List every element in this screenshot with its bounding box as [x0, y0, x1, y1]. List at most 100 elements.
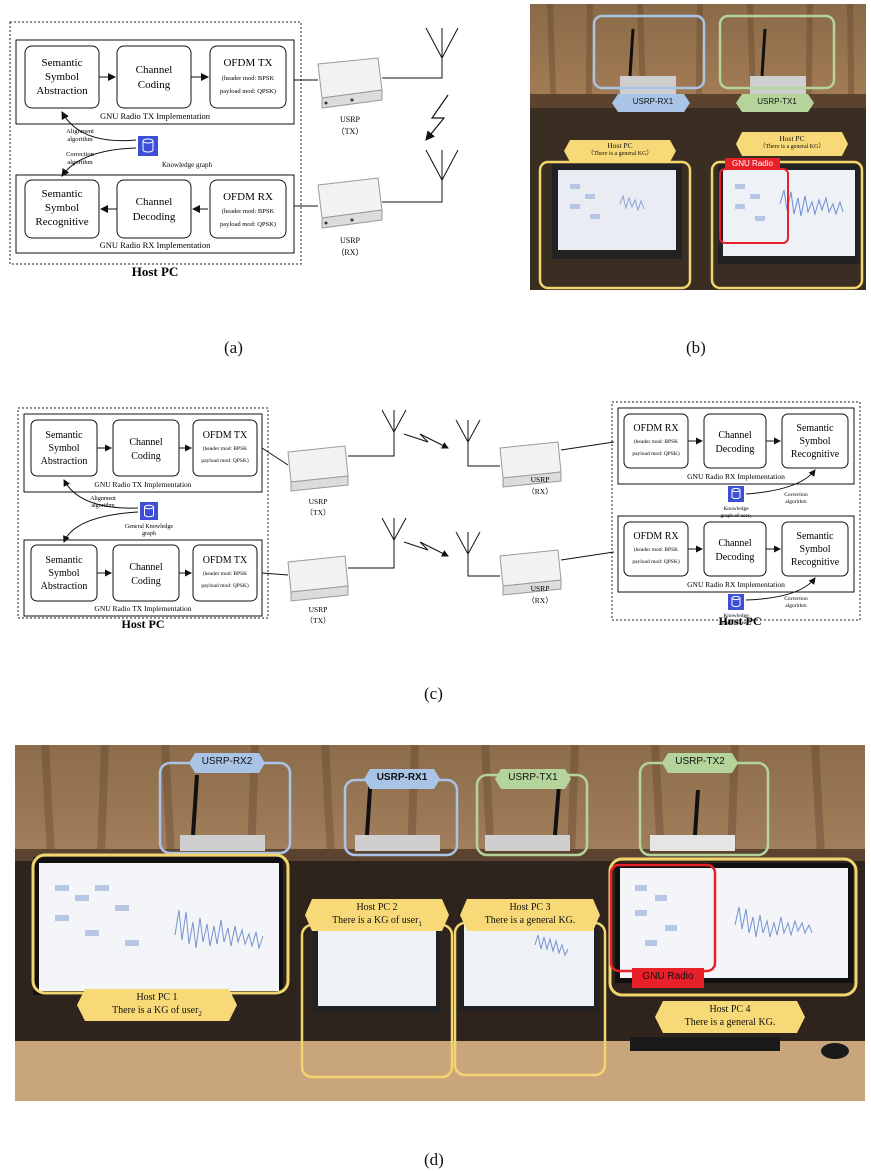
caption-d: (d) [424, 1150, 444, 1169]
c1-ofdmrx-2: (header mod: BPSK [634, 438, 678, 445]
c1-ssa-3: Abstraction [41, 456, 88, 467]
c-tx2-group-label: GNU Radio TX Implementation [94, 604, 191, 613]
svg-text:USRP（TX）: USRP（TX） [306, 605, 331, 625]
usrp-tx-l1: USRP [340, 115, 361, 124]
antenna-rx-icon [382, 149, 459, 203]
caption-c: (c) [424, 684, 443, 703]
c1-ssr-2: Symbol [799, 436, 830, 447]
c-usrp-tx1 [287, 445, 349, 492]
c-tx1-group-label: GNU Radio TX Implementation [94, 480, 191, 489]
correct-2: algorithm [67, 159, 92, 166]
antenna-tx-icon [382, 27, 459, 79]
kg-user1-1: Knowledge [723, 506, 749, 512]
c2-ssr-3: Recognitive [791, 557, 840, 568]
tx-group-frame [15, 39, 295, 125]
host-left-title: Host PC [607, 141, 633, 150]
d-pc2-title: Host PC 2 [356, 902, 398, 913]
c1-cd-1: Channel [718, 430, 752, 441]
c1-ssa-2: Symbol [48, 443, 79, 454]
gkg-2: graph [142, 531, 156, 537]
c2-cd-1: Channel [718, 538, 752, 549]
d-pc4-sub: There is a general KG. [684, 1017, 776, 1028]
channel-coding-block [116, 45, 192, 109]
c2-ofdm-1: OFDM TX [203, 555, 248, 566]
d-pc3-title: Host PC 3 [509, 902, 551, 913]
panel-a-diagram: Host PC GNU Radio TX Implementation Sema… [9, 21, 459, 279]
c2-cc-1: Channel [129, 562, 163, 573]
d-gnu-radio-tag: GNU Radio [642, 971, 694, 982]
c1-ofdm-2: (header mod: BPSK [203, 445, 247, 452]
c-usrp-tx2 [287, 555, 349, 602]
d-pc1-sub: There is a KG of user [112, 1005, 199, 1016]
ofdm-tx-payload: payload mod: QPSK) [220, 88, 276, 95]
host-right-title: Host PC [779, 134, 805, 143]
c1-correct-2: algorithm [785, 499, 807, 505]
ofdm-tx-block [209, 45, 287, 109]
svg-text:USRP（TX）: USRP （TX） [337, 115, 364, 136]
c-usrp-tx1-l2: （TX） [306, 508, 331, 517]
c1-ofdm-1: OFDM TX [203, 430, 248, 441]
c-antenna-tx1-icon [348, 409, 407, 457]
c2-ssr-2: Symbol [799, 544, 830, 555]
d-usrp-tx2-tag: USRP-TX2 [675, 756, 725, 767]
host-pc-frame [9, 21, 302, 265]
usrp-rx-device [317, 177, 383, 229]
gkg-1: General Knowledge [125, 524, 173, 530]
c1-ssr-3: Recognitive [791, 449, 840, 460]
c1-ofdmrx-1: OFDM RX [633, 423, 679, 434]
c-antenna-rx2-icon [455, 531, 500, 577]
c-wireless-1-icon [403, 433, 449, 449]
host-right-sub: （There is a general KG） [759, 144, 825, 150]
usrp-tx-l2: （TX） [337, 127, 364, 136]
panel-c-diagram: Host PC GNU Radio TX Implementation Sema… [17, 401, 861, 630]
usrp-tx1-tag: USRP-TX1 [757, 97, 797, 106]
tx-group-label: GNU Radio TX Implementation [100, 111, 211, 121]
svg-text:USRP（RX）: USRP（RX） [527, 584, 552, 605]
c1-cc-1: Channel [129, 437, 163, 448]
cd-line2: Decoding [133, 211, 176, 223]
c-antenna-rx1-icon [455, 419, 500, 467]
rx-group-frame [15, 174, 295, 254]
ofdm-rx-payload: payload mod: QPSK) [220, 221, 276, 228]
wireless-link-icon [425, 94, 449, 141]
c1-ssr-1: Semantic [796, 423, 834, 434]
ssr-line3: Recognitive [35, 216, 88, 228]
host-right-highlight [710, 160, 864, 290]
general-kg-icon [140, 502, 158, 520]
c-usrp-rx2-l2: （RX） [527, 596, 552, 605]
c1-cc-2: Coding [131, 451, 160, 462]
c2-ofdm-3: payload mod: QPSK) [201, 582, 249, 589]
kg-user2-2: graph of user [720, 619, 749, 626]
c1-ssa-1: Semantic [45, 430, 83, 441]
gnu-radio-tag: GNU Radio [732, 159, 773, 168]
c2-ssa-3: Abstraction [41, 581, 88, 592]
c2-ofdmrx-2: (header mod: BPSK [634, 546, 678, 553]
c2-correct-2: algorithm [785, 603, 807, 609]
c2-ssr-1: Semantic [796, 531, 834, 542]
kg-user2-icon [728, 594, 744, 610]
d-pc2-sub: There is a KG of user [332, 915, 419, 926]
c2-ssa-1: Semantic [45, 555, 83, 566]
c-rx2-group-label: GNU Radio RX Implementation [687, 580, 785, 589]
c1-correct-1: Correction [784, 492, 808, 498]
c-usrp-rx1-l1: USRP [531, 475, 550, 484]
usrp-rx-l1: USRP [340, 236, 361, 245]
ssr-line1: Semantic [42, 188, 83, 200]
host-left-sub: （There is a general KG） [587, 151, 653, 157]
c-align-1: Alignment [90, 496, 116, 502]
usrp-rx-l2: （RX） [336, 248, 363, 257]
d-pc3-sub: There is a general KG. [484, 915, 576, 926]
